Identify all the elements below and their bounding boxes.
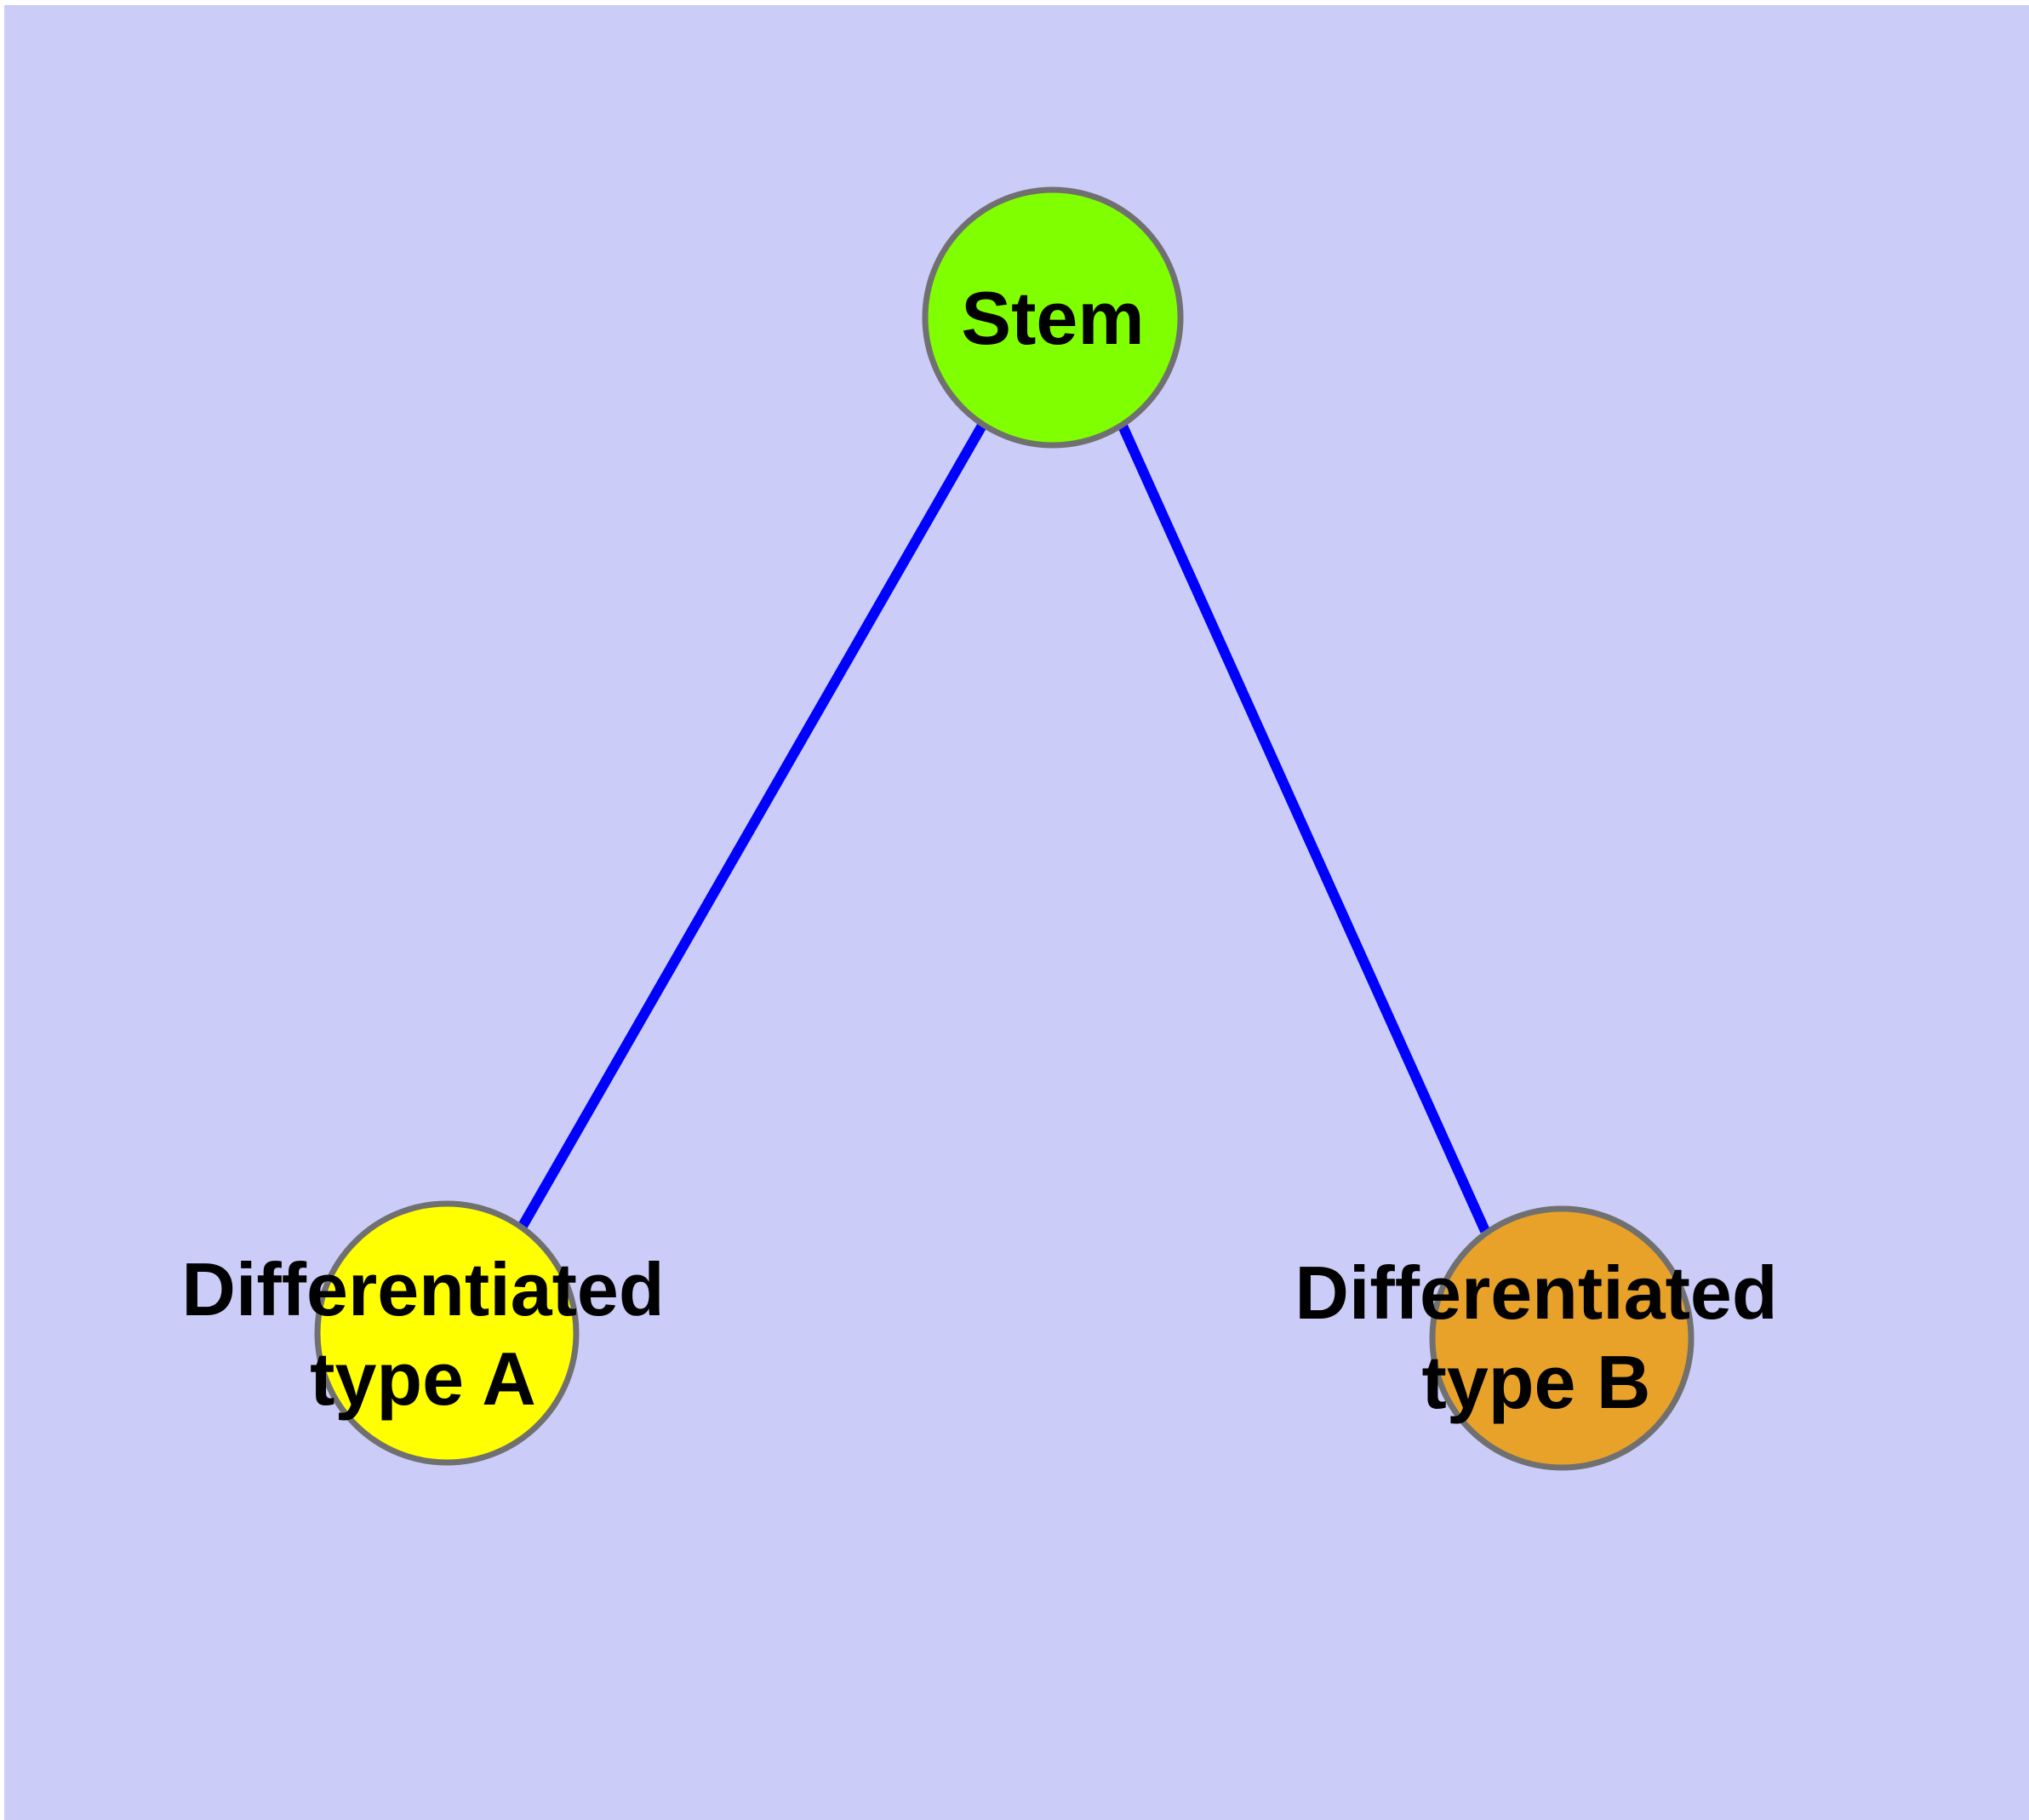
graph-node-diff-a[interactable] xyxy=(314,1200,580,1466)
node-label-diff-b-line-2: type B xyxy=(1422,1340,1651,1424)
node-label-diff-a-line-2: type A xyxy=(310,1336,536,1421)
graph-edge-stem-to-diff-b xyxy=(1117,421,1490,1233)
graph-node-stem[interactable] xyxy=(922,186,1184,449)
edges-layer xyxy=(517,421,1490,1233)
node-label-diff-a-line-1: Differentiated xyxy=(181,1247,664,1331)
graph-edge-stem-to-diff-a xyxy=(517,421,988,1230)
node-label-stem-line-1: Stem xyxy=(961,276,1144,360)
nodes-layer xyxy=(314,186,1695,1471)
node-label-diff-b-line-1: Differentiated xyxy=(1295,1251,1777,1335)
graph-node-diff-b[interactable] xyxy=(1429,1205,1695,1471)
